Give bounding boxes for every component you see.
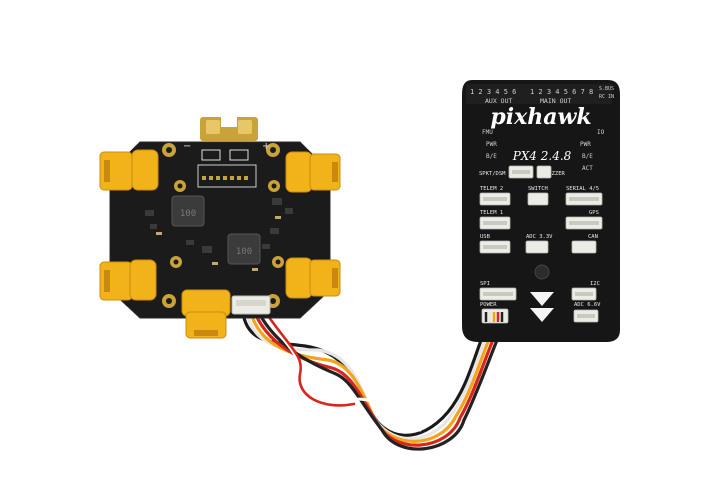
svg-text:+: +: [262, 141, 270, 152]
pixhawk-flight-controller: 1 2 3 4 5 6 1 2 3 4 5 6 7 8 AUX OUT MAIN…: [462, 80, 620, 342]
xt60-connector: [285, 151, 341, 193]
svg-text:−: −: [183, 141, 191, 152]
port-label-adc33: ADC 3.3V: [526, 234, 553, 240]
model-label: PX4 2.4.8: [512, 149, 572, 163]
sbus-label: S.BUS: [599, 86, 614, 92]
port-label-adc66: ADC 6.6V: [574, 302, 601, 308]
act-label: ACT: [582, 165, 593, 172]
fmu-label: FMU: [482, 129, 493, 136]
inductor: [227, 233, 261, 265]
port-label-buzzer: BUZZER: [545, 171, 566, 177]
pwr-label-right: PWR: [580, 141, 591, 148]
port-label-spkt: SPKT/DSM: [479, 171, 506, 177]
aux-pin-numbers: 1 2 3 4 5 6: [470, 88, 516, 96]
xt60-connector: [285, 257, 341, 299]
port-label-gps: GPS: [589, 210, 599, 216]
port-can: [571, 240, 597, 254]
main-pin-numbers: 1 2 3 4 5 6 7 8: [530, 88, 593, 96]
brand-logo: pixhawk: [490, 104, 591, 130]
port-switch: [527, 192, 549, 206]
rc-in-label: RC IN: [599, 94, 614, 100]
direction-arrow-icon: [530, 308, 554, 322]
port-label-usb: USB: [480, 234, 491, 240]
power-distribution-board: − + 100 100: [99, 117, 341, 339]
port-label-telem2: TELEM 2: [480, 186, 503, 192]
safety-switch-hole: [534, 264, 550, 280]
power-cable: [241, 311, 508, 451]
xt60-connector: [99, 149, 159, 191]
port-label-switch: SWITCH: [528, 186, 548, 192]
inductor-code: 100: [180, 209, 196, 219]
pwr-label-left: PWR: [486, 141, 497, 148]
inductor: [171, 195, 205, 227]
main-out-label: MAIN OUT: [540, 97, 571, 105]
be-label-left: B/E: [486, 153, 497, 160]
xt60-input-connector: [181, 289, 231, 339]
inductor-code: 100: [236, 247, 252, 257]
be-label-right: B/E: [582, 153, 593, 160]
port-label-i2c: I2C: [590, 281, 600, 287]
port-label-telem1: TELEM 1: [480, 210, 503, 216]
port-label-can: CAN: [588, 234, 598, 240]
direction-arrow-icon: [530, 292, 554, 306]
port-label-spi: SPI: [480, 281, 490, 287]
port-adc33: [525, 240, 549, 254]
xt60-connector: [99, 259, 157, 301]
port-label-serial: SERIAL 4/5: [566, 186, 599, 192]
port-label-power: POWER: [480, 302, 497, 308]
port-buzzer: [536, 165, 552, 179]
aux-out-label: AUX OUT: [485, 97, 512, 105]
io-label: IO: [597, 129, 605, 136]
